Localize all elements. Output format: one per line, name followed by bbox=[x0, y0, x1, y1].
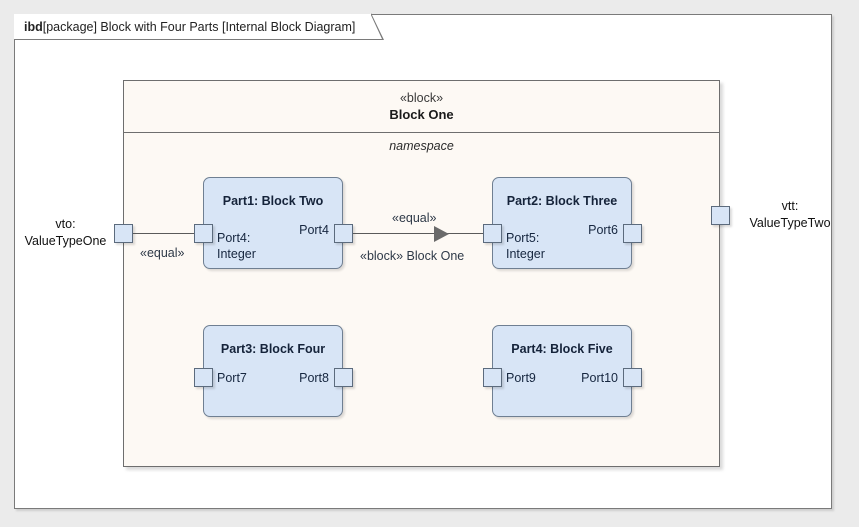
part-block-part1[interactable]: Part1: Block Two Port4:Integer Port4 bbox=[203, 177, 343, 269]
part1-right-port-label: Port4 bbox=[299, 223, 329, 237]
boundary-port-left-vto[interactable] bbox=[114, 224, 133, 243]
part4-port-left[interactable] bbox=[483, 368, 502, 387]
block-one-header: «block» Block One bbox=[124, 81, 719, 133]
external-label-vtt: vtt:ValueTypeTwo bbox=[749, 199, 831, 230]
part-block-part2[interactable]: Part2: Block Three Port5:Integer Port6 bbox=[492, 177, 632, 269]
block-one-stereotype: «block» bbox=[399, 91, 444, 105]
part4-right-port-label: Port10 bbox=[581, 371, 618, 385]
part2-port-left[interactable] bbox=[483, 224, 502, 243]
part4-left-port-label: Port9 bbox=[506, 371, 536, 385]
diagram-kind-label: ibd bbox=[24, 19, 43, 34]
boundary-port-right-vtt[interactable] bbox=[711, 206, 730, 225]
connector-vto-to-part1[interactable] bbox=[133, 233, 194, 234]
diagram-caption-label: [package] Block with Four Parts [Interna… bbox=[42, 19, 356, 34]
part3-port-left[interactable] bbox=[194, 368, 213, 387]
block-one-namespace-compartment: namespace bbox=[389, 139, 454, 153]
part-block-part3[interactable]: Part3: Block Four Port7 Port8 bbox=[203, 325, 343, 417]
connector-middle-label-top: «equal» bbox=[392, 211, 437, 225]
external-label-vto: vto:ValueTypeOne bbox=[24, 217, 107, 248]
part2-title: Part2: Block Three bbox=[506, 194, 618, 208]
connector-middle-label-bottom: «block» Block One bbox=[360, 249, 465, 263]
connector-left-label: «equal» bbox=[140, 246, 185, 260]
part1-title: Part1: Block Two bbox=[222, 194, 324, 208]
part2-right-port-label: Port6 bbox=[588, 223, 618, 237]
block-one-name: Block One bbox=[389, 107, 454, 122]
part3-port-right[interactable] bbox=[334, 368, 353, 387]
part2-port-right[interactable] bbox=[623, 224, 642, 243]
part4-port-right[interactable] bbox=[623, 368, 642, 387]
part4-title: Part4: Block Five bbox=[511, 342, 613, 356]
part3-right-port-label: Port8 bbox=[299, 371, 329, 385]
part2-left-port-label: Port5:Integer bbox=[506, 231, 545, 261]
part3-left-port-label: Port7 bbox=[217, 371, 247, 385]
diagram-frame-header: ibd [package] Block with Four Parts [Int… bbox=[14, 13, 385, 40]
connector-arrowhead-icon bbox=[434, 226, 449, 242]
part-block-part4[interactable]: Part4: Block Five Port9 Port10 bbox=[492, 325, 632, 417]
part1-port-right[interactable] bbox=[334, 224, 353, 243]
connector-part1-to-part2[interactable] bbox=[353, 233, 483, 234]
part1-left-port-label: Port4:Integer bbox=[217, 231, 256, 261]
part1-port-left[interactable] bbox=[194, 224, 213, 243]
part3-title: Part3: Block Four bbox=[220, 342, 326, 356]
